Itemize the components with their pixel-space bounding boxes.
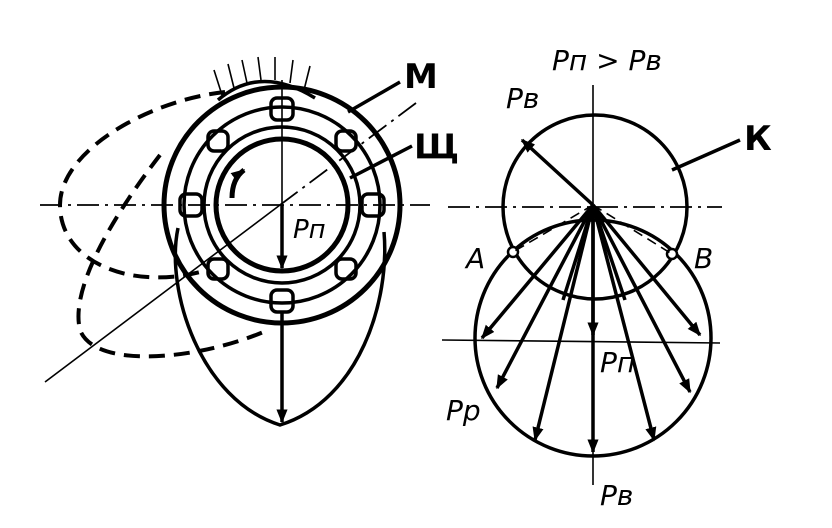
solid-load-diagram: [173, 227, 387, 427]
label-A: А: [464, 242, 485, 275]
rollers: [178, 96, 386, 314]
label-M: М: [404, 57, 438, 97]
slanted-axis: [44, 204, 281, 383]
label-Sh: Щ: [414, 127, 459, 167]
leader-M: [347, 80, 401, 114]
lower-horizontal-line: [441, 339, 721, 344]
label-pp-left: Pп: [293, 215, 326, 245]
label-condition: Pп > Pв: [552, 44, 662, 77]
leader-Sh: [349, 144, 413, 180]
label-B: В: [694, 242, 713, 275]
left-figure: Pп М Щ: [40, 56, 459, 427]
right-figure: К Pп > Pв Pв А В Pп Pр Pв: [441, 44, 772, 512]
label-pp-right: Pп: [600, 346, 635, 379]
dashed-load-diagram: [57, 90, 269, 359]
force-fan: [480, 138, 702, 454]
label-pv-top: Pв: [506, 82, 539, 115]
circle-K: [501, 113, 689, 301]
housing-hatching: [213, 56, 316, 102]
label-K: К: [744, 119, 772, 159]
label-pr: Pр: [446, 394, 481, 427]
point-A: [506, 245, 520, 259]
leader-K: [671, 138, 741, 172]
rotation-arrow: [229, 168, 246, 199]
label-pv-bottom: Pв: [600, 479, 633, 512]
point-B: [665, 247, 679, 261]
